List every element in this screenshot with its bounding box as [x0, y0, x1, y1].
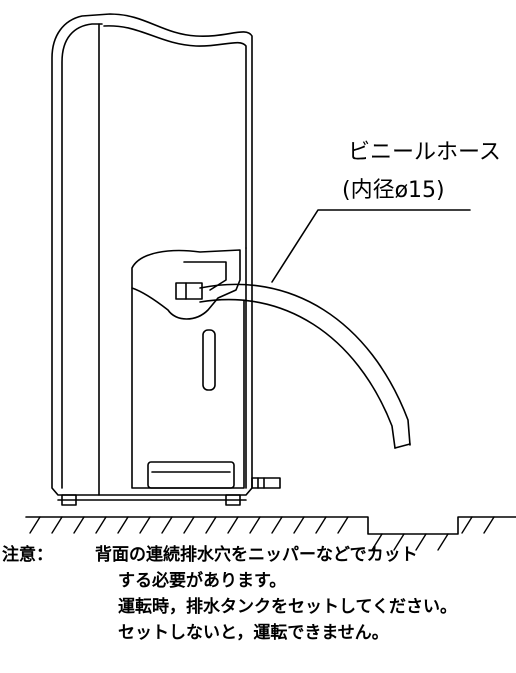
- tank-window: [202, 329, 216, 391]
- drain-nozzle: [175, 282, 203, 300]
- tank-handle: [147, 461, 235, 489]
- note-line-4: セットしないと，運転できません。: [118, 623, 389, 643]
- floor: [25, 516, 516, 551]
- note-line-1: 背面の連続排水穴をニッパーなどでカット: [95, 545, 418, 565]
- hose-label-diameter: (内径ø15): [342, 178, 445, 203]
- dehumidifier-unit: [51, 13, 281, 506]
- vinyl-hose: [199, 283, 411, 449]
- floor-surface: [25, 516, 516, 535]
- hose-outer: [199, 283, 411, 446]
- drain-tank: [131, 287, 245, 489]
- hose-inner: [199, 298, 396, 449]
- note-line-3: 運転時，排水タンクをセットしてください。: [118, 597, 457, 617]
- hose-leader-line: [271, 209, 471, 283]
- floor-hatching: [29, 516, 495, 551]
- side-drain-fitting: [251, 477, 281, 489]
- hose-end: [394, 443, 411, 449]
- unit-top-curve: [103, 25, 247, 249]
- outlet-housing: [131, 249, 241, 320]
- unit-body-outline: [51, 13, 253, 496]
- note-line-2: する必要があります。: [118, 571, 287, 591]
- unit-front-edge: [61, 23, 103, 489]
- hose-label-name: ビニールホース: [348, 140, 501, 165]
- note-heading: 注意：: [2, 545, 53, 565]
